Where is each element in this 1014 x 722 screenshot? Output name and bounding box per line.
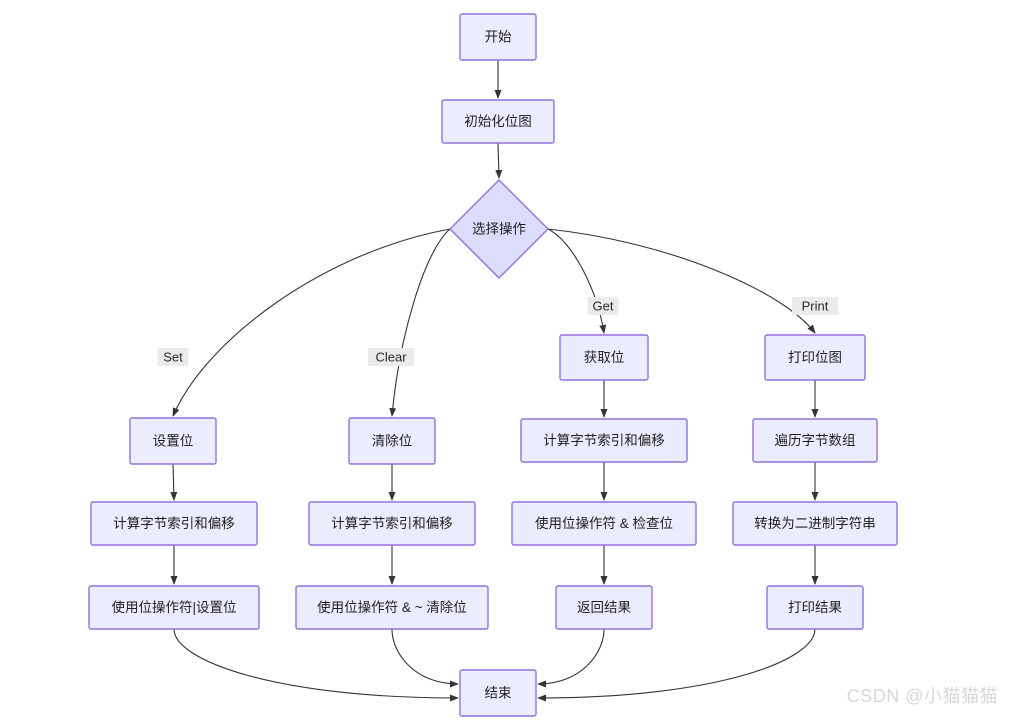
process-shape bbox=[308, 501, 476, 546]
node-label: 初始化位图 bbox=[464, 113, 532, 129]
node-clear[interactable]: 清除位 bbox=[348, 417, 436, 465]
node-clear_calc[interactable]: 计算字节索引和偏移 bbox=[308, 501, 476, 546]
node-label: 计算字节索引和偏移 bbox=[331, 516, 453, 531]
node-choose[interactable]: 选择操作 bbox=[449, 179, 549, 279]
process-shape bbox=[752, 418, 878, 463]
edge-choose-to-set bbox=[172, 228, 451, 417]
process-shape bbox=[732, 501, 898, 546]
node-label: 打印结果 bbox=[788, 599, 842, 615]
process-shape bbox=[555, 585, 653, 630]
node-label: 打印位图 bbox=[788, 349, 842, 365]
node-start[interactable]: 开始 bbox=[459, 13, 537, 61]
edge-label-background bbox=[587, 297, 619, 315]
process-shape bbox=[511, 501, 697, 546]
edge-label-get: Get bbox=[593, 298, 614, 313]
node-label: 开始 bbox=[485, 30, 512, 45]
node-print_out[interactable]: 打印结果 bbox=[766, 585, 864, 630]
node-get_ret[interactable]: 返回结果 bbox=[555, 585, 653, 630]
node-label: 获取位 bbox=[584, 350, 625, 365]
edge-label-print: Print bbox=[802, 298, 829, 313]
node-label: 设置位 bbox=[153, 434, 194, 449]
process-shape bbox=[88, 585, 260, 630]
edge-set_op-to-end bbox=[173, 628, 459, 702]
nodes-layer: 开始初始化位图选择操作设置位计算字节索引和偏移使用位操作符|设置位清除位计算字节… bbox=[88, 13, 898, 717]
process-shape bbox=[766, 585, 864, 630]
edge-label-background bbox=[157, 348, 189, 366]
node-label: 遍历字节数组 bbox=[775, 433, 856, 448]
node-label: 结束 bbox=[485, 686, 512, 701]
node-print_conv[interactable]: 转换为二进制字符串 bbox=[732, 501, 898, 546]
edge-label-background bbox=[368, 348, 414, 366]
decision-shape bbox=[449, 179, 549, 279]
process-shape bbox=[520, 418, 688, 463]
node-label: 转换为二进制字符串 bbox=[754, 516, 876, 531]
edge-set-to-set_calc bbox=[170, 463, 178, 501]
edge-label-background bbox=[792, 297, 838, 315]
node-get[interactable]: 获取位 bbox=[559, 334, 649, 381]
node-label: 计算字节索引和偏移 bbox=[543, 433, 665, 448]
process-shape bbox=[764, 334, 866, 381]
process-shape bbox=[559, 334, 649, 381]
node-label: 清除位 bbox=[372, 434, 413, 449]
edge-choose-to-print bbox=[547, 228, 816, 334]
process-shape bbox=[459, 13, 537, 61]
edge-init-to-choose bbox=[495, 142, 503, 179]
process-shape bbox=[348, 417, 436, 465]
process-shape bbox=[459, 669, 537, 717]
node-print[interactable]: 打印位图 bbox=[764, 334, 866, 381]
edge-choose-to-clear bbox=[389, 228, 451, 417]
edge-get_ret-to-end bbox=[537, 628, 605, 688]
node-set_op[interactable]: 使用位操作符|设置位 bbox=[88, 585, 260, 630]
process-shape bbox=[90, 501, 258, 546]
edge-label-clear: Clear bbox=[375, 349, 407, 364]
node-set_calc[interactable]: 计算字节索引和偏移 bbox=[90, 501, 258, 546]
edge-labels-layer: Set Clear Get Print bbox=[157, 297, 838, 366]
node-label: 使用位操作符 & 检查位 bbox=[535, 515, 673, 531]
edge-clear_op-to-end bbox=[391, 628, 459, 688]
node-end[interactable]: 结束 bbox=[459, 669, 537, 717]
node-get_op[interactable]: 使用位操作符 & 检查位 bbox=[511, 501, 697, 546]
edge-label-set: Set bbox=[163, 349, 183, 364]
node-label: 返回结果 bbox=[577, 600, 631, 615]
edges-layer bbox=[170, 60, 819, 702]
watermark: CSDN @小猫猫猫 bbox=[846, 686, 998, 706]
process-shape bbox=[441, 99, 555, 144]
node-label: 使用位操作符 & ~ 清除位 bbox=[317, 599, 467, 615]
node-print_iter[interactable]: 遍历字节数组 bbox=[752, 418, 878, 463]
node-clear_op[interactable]: 使用位操作符 & ~ 清除位 bbox=[295, 585, 489, 630]
edge-choose-to-get bbox=[547, 228, 607, 334]
node-get_calc[interactable]: 计算字节索引和偏移 bbox=[520, 418, 688, 463]
node-label: 计算字节索引和偏移 bbox=[113, 516, 235, 531]
node-label: 选择操作 bbox=[472, 222, 526, 237]
process-shape bbox=[129, 417, 217, 465]
process-shape bbox=[295, 585, 489, 630]
node-set[interactable]: 设置位 bbox=[129, 417, 217, 465]
node-label: 使用位操作符|设置位 bbox=[111, 599, 236, 615]
node-init[interactable]: 初始化位图 bbox=[441, 99, 555, 144]
edge-print_out-to-end bbox=[537, 628, 816, 702]
